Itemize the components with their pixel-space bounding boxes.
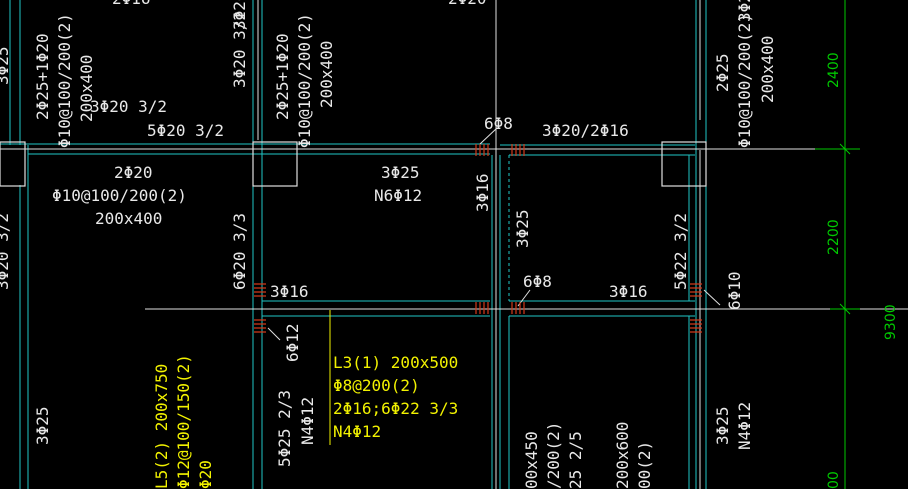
dimension-tick <box>839 303 851 315</box>
beam-label: L5(2) 200x750 <box>152 364 171 489</box>
rebar-label: N4Φ12 <box>298 397 317 445</box>
rebar-label: 6Φ8 <box>484 114 513 133</box>
stirrup-label: Φ10@100/200(2) <box>52 186 187 205</box>
rebar-mark <box>690 319 702 333</box>
rebar-label: 3Φ20 3/2 <box>90 97 167 116</box>
beam-label: Φ20 <box>196 460 215 489</box>
rebar-label: 3Φ25 <box>381 163 420 182</box>
rebar-label: 2Φ25+1Φ20 <box>33 33 52 120</box>
rebar-label: 2Φ20 <box>114 163 153 182</box>
rebar-label: 5Φ22 3/2 <box>671 213 690 290</box>
leader-line <box>703 289 721 306</box>
stirrup-label: /200(2) <box>544 422 563 489</box>
rebar-mark <box>690 283 702 297</box>
rebar-label: 25 2/5 <box>566 431 585 489</box>
rebar-label: 6Φ20 3/3 <box>230 213 249 290</box>
rebar-label: 3Φ16 <box>473 173 492 212</box>
rebar-label: 3Φ20/2Φ16 <box>542 121 629 140</box>
rebar-label: 3Φ20 3/2 <box>0 213 12 290</box>
columns <box>0 141 707 187</box>
dimension-label: 2200 <box>826 219 842 255</box>
rebar-label: 5Φ25 2/3 <box>275 390 294 467</box>
rebar-label: N4Φ12 <box>735 402 754 450</box>
rebar-mark <box>475 302 489 314</box>
section-label: 00x450 <box>522 431 541 489</box>
rebar-label: 2Φ16 <box>112 0 151 8</box>
rebar-label: 3Φ16 <box>270 282 309 301</box>
leader-line <box>479 127 498 145</box>
beam-label: 2Φ16;6Φ22 3/3 <box>333 399 458 418</box>
dimension-label: 00 <box>826 471 842 489</box>
rebar-label: 3Φ25 <box>33 406 52 445</box>
column <box>0 141 26 187</box>
rebar-mark <box>254 283 266 297</box>
rebar-label: 6Φ10 <box>725 271 744 310</box>
rebar-label: 2Φ25+1Φ20 <box>273 33 292 120</box>
rebar-label: Φ10@100/200(2) <box>295 13 314 148</box>
rebar-label: 5Φ20 3/2 <box>147 121 224 140</box>
leader-line <box>267 327 281 341</box>
rebar-mark <box>475 144 489 156</box>
section-label: 200x600 <box>613 422 632 489</box>
rebar-mark <box>254 319 266 333</box>
section-label: 200x400 <box>317 41 336 108</box>
rebar-label: 2Φ20 <box>448 0 487 8</box>
beam-label: Φ12@100/150(2) <box>174 354 193 489</box>
rebar-label: 3Φ20 <box>230 0 249 30</box>
rebar-mark <box>511 302 525 314</box>
rebar-label: Φ10@100/200(2) <box>55 13 74 148</box>
rebar-label: N6Φ12 <box>374 186 422 205</box>
dimension-tick <box>839 143 851 155</box>
rebar-label: 3Φ25 <box>0 46 12 85</box>
rebar-label: 6Φ8 <box>523 272 552 291</box>
dimension-label: 2400 <box>826 52 842 88</box>
section-label: 200x400 <box>77 55 96 122</box>
stirrup-label: Φ10@100/200(2) <box>735 13 754 148</box>
beam-outlines <box>0 0 707 489</box>
rebar-label: 3Φ20 <box>735 0 754 22</box>
rebar-label: 2Φ25 <box>713 53 732 92</box>
rebar-marks <box>254 144 702 333</box>
rebar-label: 3Φ16 <box>609 282 648 301</box>
beam-label: Φ8@200(2) <box>333 376 420 395</box>
beam-label: L3(1) 200x500 <box>333 353 458 372</box>
beam-label: N4Φ12 <box>333 422 381 441</box>
column <box>661 141 707 187</box>
section-label: 200x400 <box>95 209 162 228</box>
rebar-label: 3Φ25 <box>513 209 532 248</box>
section-label: 200x400 <box>758 36 777 103</box>
rebar-label: 3Φ20 3/2 <box>230 11 249 88</box>
rebar-mark <box>511 144 525 156</box>
stirrup-label: 00(2) <box>635 441 654 489</box>
rebar-label: 6Φ12 <box>283 323 302 362</box>
rebar-label: 3Φ25 <box>713 406 732 445</box>
dimension-label: 9300 <box>883 304 899 340</box>
dimension-lines <box>815 0 860 489</box>
column <box>252 141 298 187</box>
